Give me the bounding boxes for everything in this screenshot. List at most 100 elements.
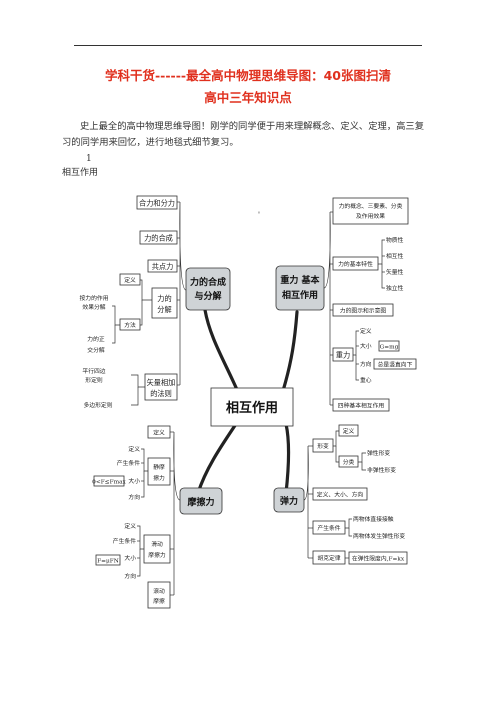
gravity-sub: 大小 — [360, 342, 372, 350]
gravity-sub: 定义 — [360, 327, 372, 335]
sliding-sub: 大小 — [124, 554, 136, 562]
decompose-method: 交分解 — [87, 346, 105, 354]
static-sub: 定义 — [128, 445, 140, 453]
branch-elastic — [284, 422, 291, 495]
gravity-item: 力的图示和示意图 — [340, 307, 387, 315]
trait-label: 相互性 — [386, 252, 404, 260]
deform-sub: 定义 — [343, 427, 355, 435]
friction-title: 摩擦力 — [187, 496, 214, 508]
gravity-direction-box — [373, 358, 417, 370]
header-rule — [74, 45, 422, 46]
friction-item: 摩擦 — [153, 597, 165, 605]
deform-type: 弹性形变 — [367, 449, 390, 457]
static-formula-box — [93, 475, 125, 487]
sliding-sub: 定义 — [124, 522, 136, 530]
hooke-law: 在弹性限度内,F=kx — [352, 555, 405, 563]
gravity-sub: 重心 — [360, 376, 372, 384]
branch-gravity — [280, 310, 299, 396]
combine-spine — [179, 201, 187, 385]
center-box — [210, 387, 294, 427]
elastic-item: 产生条件 — [317, 524, 340, 532]
elastic-spine — [303, 445, 309, 558]
gravity-item-box — [332, 303, 394, 317]
friction-item: 摩擦力 — [148, 551, 166, 559]
elastic-item: 胡克定律 — [317, 554, 340, 562]
combine-item-box — [139, 230, 178, 245]
decompose-method: 效果分解 — [82, 303, 105, 311]
gravity-formula-box — [378, 340, 400, 352]
decompose-sub-box — [119, 318, 141, 331]
decompose-method: 力的正 — [87, 335, 105, 343]
static-sub: 产生条件 — [117, 459, 140, 467]
gravity-item-box — [332, 398, 390, 412]
decompose-sub: 定义 — [124, 276, 136, 284]
gravity-item: 力的基本特性 — [338, 260, 373, 268]
sliding-sub: 产生条件 — [113, 537, 136, 545]
friction-spine — [173, 431, 181, 595]
gravity-item: 四种基本相互作用 — [338, 402, 385, 410]
combine-item-box — [147, 259, 178, 273]
decompose-method: 按力的作用 — [80, 294, 109, 302]
gravity-title-line2: 相互作用 — [282, 289, 318, 301]
branch-friction — [196, 422, 238, 495]
combine-title-line1: 力的合成 — [190, 276, 226, 288]
deform-type: 非弹性形变 — [367, 466, 396, 474]
friction-item: 静摩 — [153, 463, 165, 471]
static-sub: 大小 — [128, 477, 140, 485]
deform-sub-box — [338, 455, 359, 468]
gravity-spine — [323, 211, 331, 405]
deform-sub: 分类 — [343, 458, 355, 466]
gravity-item: 重力 — [336, 351, 350, 360]
gravity-formula: G=mg — [380, 345, 399, 351]
elastic-item-box — [312, 438, 334, 453]
trait-label: 物质性 — [386, 236, 404, 244]
sliding-sub: 方向 — [124, 572, 136, 580]
combine-item-box — [144, 373, 178, 401]
document-title-line2: 高中三年知识点 — [204, 90, 292, 105]
condition-sub: 两物体直接接触 — [353, 515, 394, 523]
deform-sub-box — [338, 424, 359, 437]
combine-item: 分解 — [157, 305, 171, 314]
gravity-item: 力的概念、三要素、分类 — [339, 202, 403, 210]
decompose-sub-box — [119, 273, 141, 286]
hooke-box — [348, 551, 408, 565]
friction-item-box — [147, 425, 171, 439]
friction-item: 滑动 — [151, 540, 163, 548]
elastic-item: 形变 — [317, 442, 329, 450]
friction-item: 滚动 — [153, 587, 165, 595]
friction-item-box — [147, 457, 171, 486]
gravity-title-line1: 重力 基本 — [280, 274, 320, 286]
elastic-item: 定义、大小、方向 — [317, 491, 364, 499]
elastic-item-box — [312, 550, 346, 565]
intro-paragraph: 史上最全的高中物理思维导图！刚学的同学便于用来理解概念、定义、定理，高三复习的同… — [62, 121, 424, 148]
section-title: 相互作用 — [62, 168, 99, 178]
combine-item: 共点力 — [152, 262, 174, 271]
document-title-line1: 学科干货------最全高中物理思维导图：40张图扫清 — [104, 68, 392, 83]
gravity-item-box — [332, 256, 379, 271]
elastic-item-box — [312, 520, 346, 535]
combine-item: 矢量相加 — [147, 378, 176, 387]
gravity-item-box — [332, 197, 409, 225]
combine-item: 力的合成 — [144, 234, 173, 243]
vector-rule: 平行四边 — [82, 367, 105, 375]
branch-combine — [203, 308, 240, 394]
trait-label: 独立性 — [386, 284, 404, 292]
friction-topic-box — [179, 487, 223, 515]
section-number: 1 — [86, 154, 92, 164]
combine-item: 的法则 — [150, 389, 172, 398]
gravity-topic-box — [275, 265, 325, 311]
stray-mark: ' — [258, 210, 260, 219]
sliding-formula-box — [95, 554, 121, 566]
friction-item-box — [147, 581, 171, 609]
condition-sub: 两物体发生弹性形变 — [353, 532, 405, 540]
friction-item-box — [143, 534, 171, 564]
decompose-sub: 方法 — [124, 321, 136, 329]
static-formula: 0<F≤Fmax — [92, 480, 126, 486]
combine-item-box — [136, 195, 178, 210]
combine-title-line2: 与分解 — [194, 290, 221, 302]
friction-item: 定义 — [153, 429, 165, 437]
trait-label: 矢量性 — [386, 268, 404, 276]
friction-item: 擦力 — [153, 474, 165, 482]
static-sub: 方向 — [128, 493, 140, 501]
